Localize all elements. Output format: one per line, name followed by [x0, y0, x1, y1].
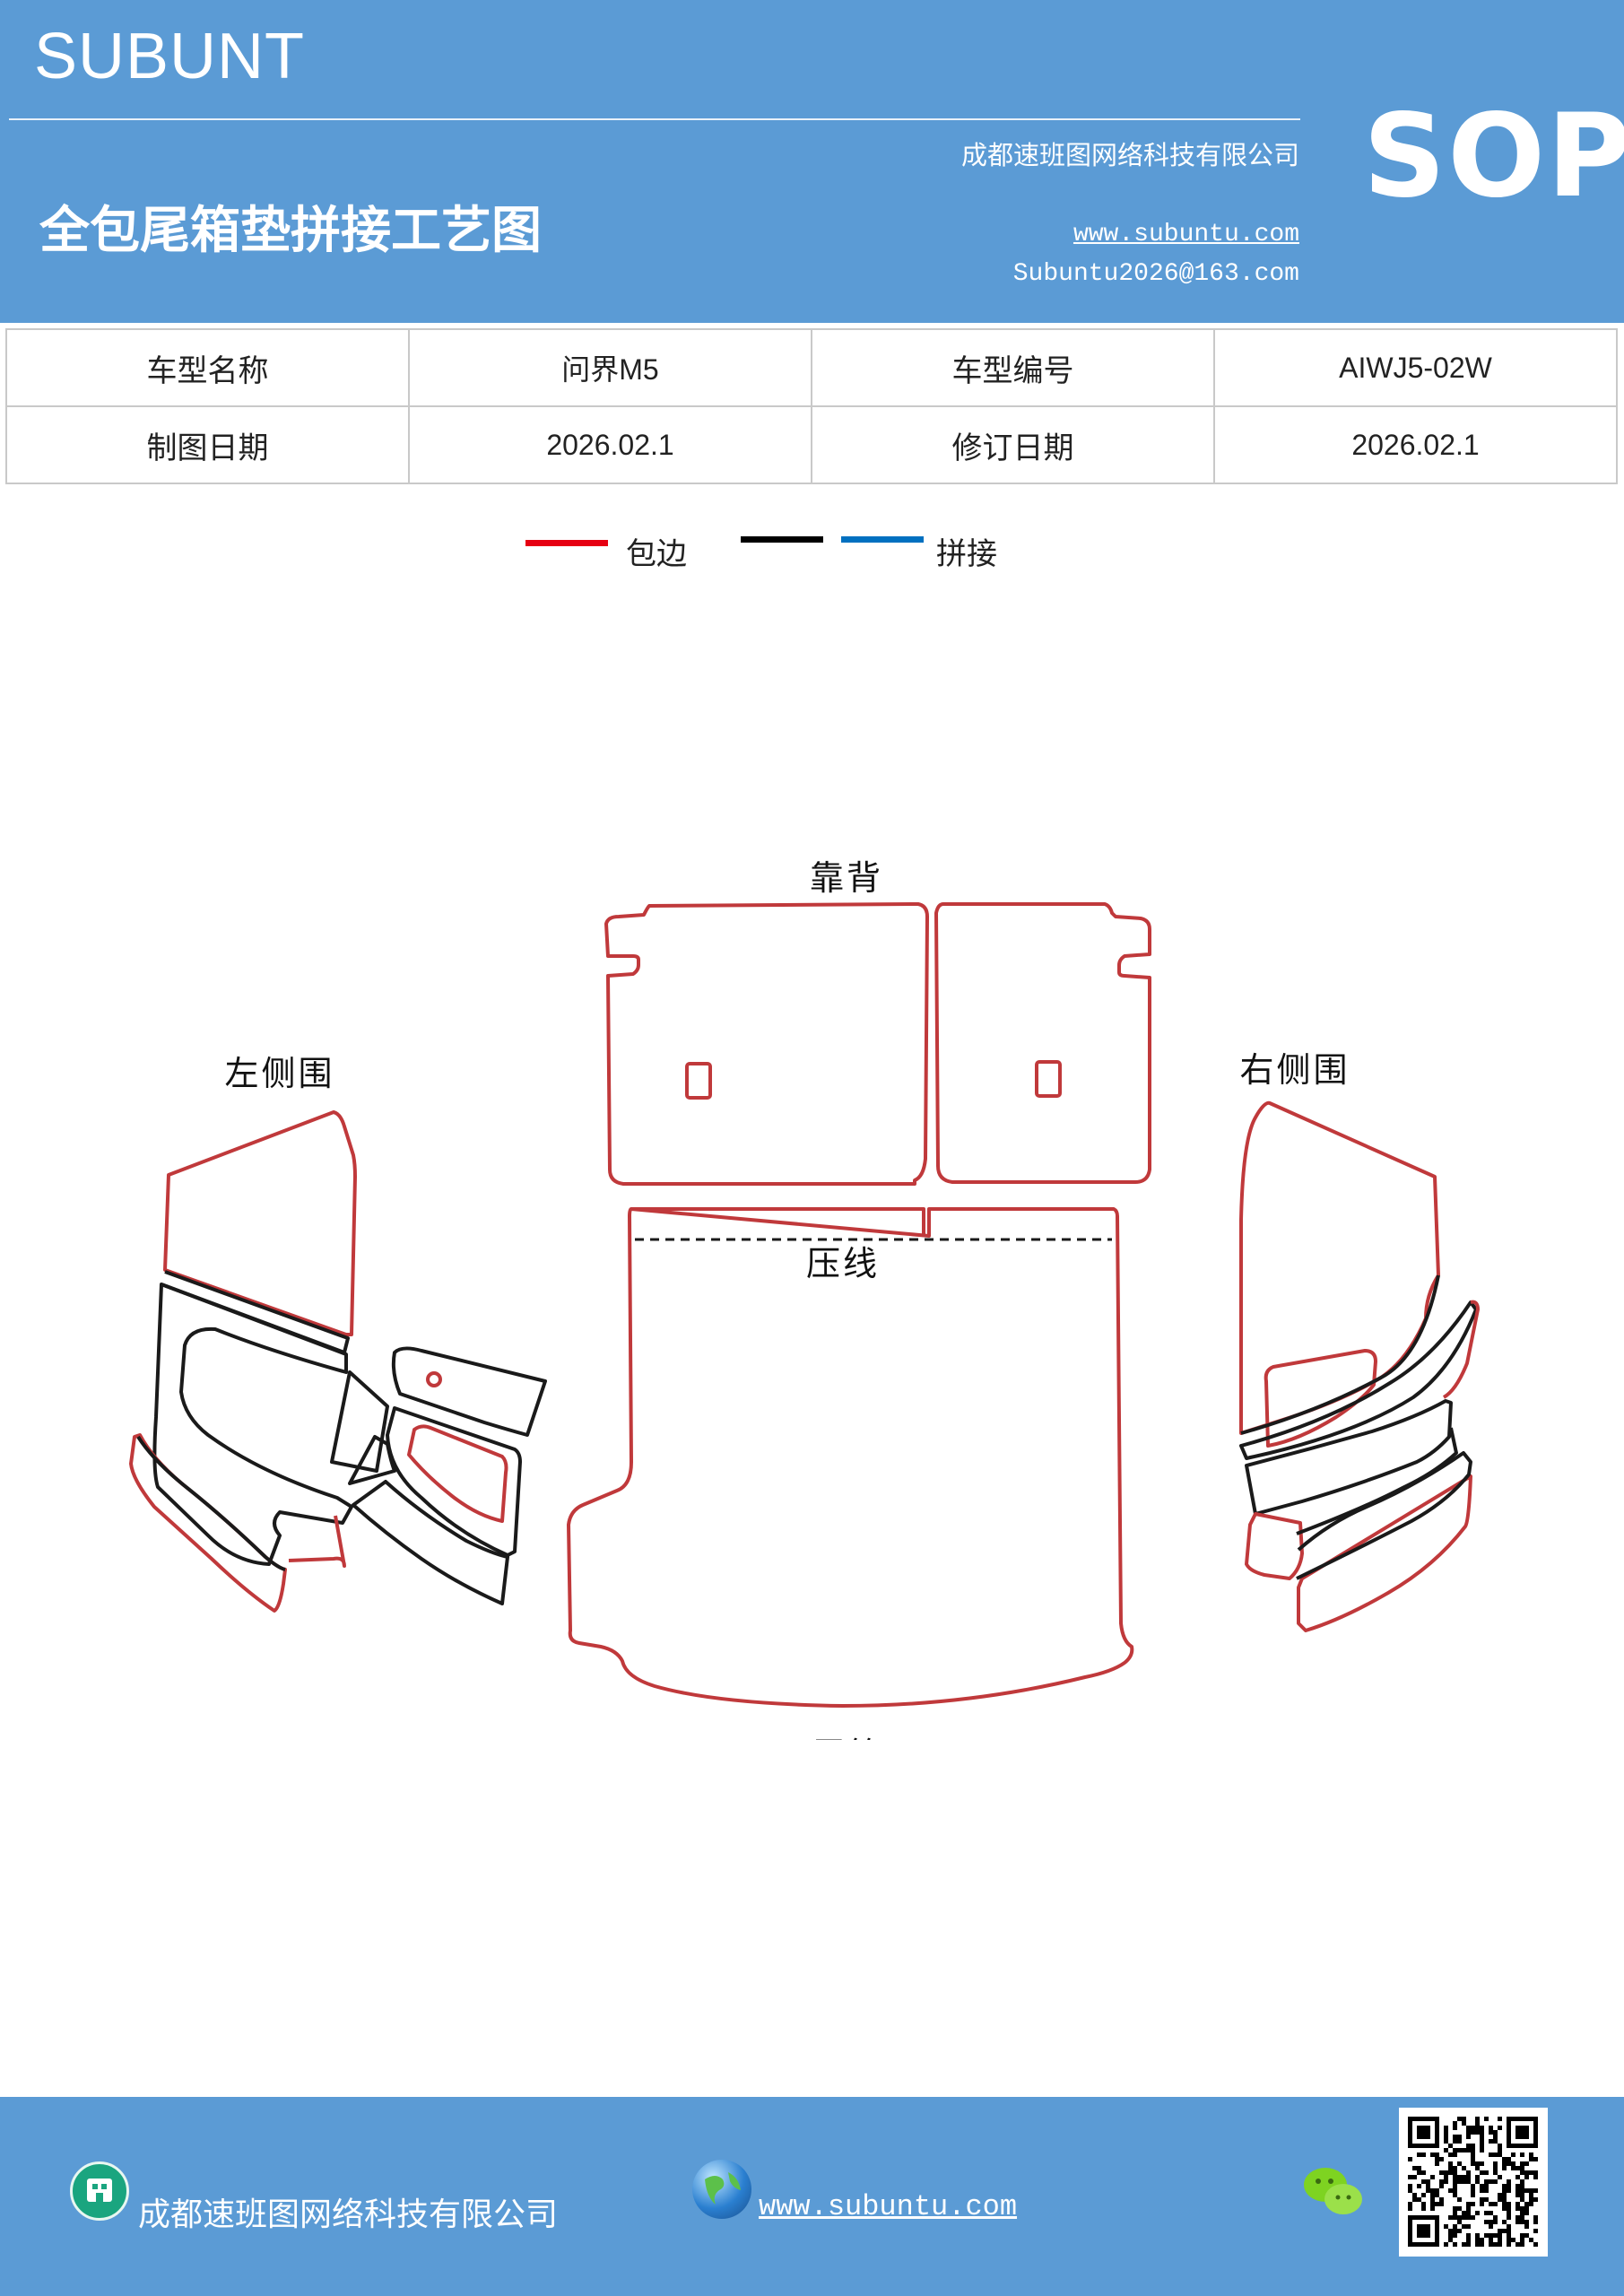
wechat-icon[interactable] [1302, 2163, 1365, 2221]
backrest-left-slot [685, 1062, 712, 1100]
right-lower-panel [1245, 1512, 1304, 1580]
legend-swatch-edge [525, 540, 608, 546]
table-row: 车型名称 问界M5 车型编号 AIWJ5-02W [5, 328, 1618, 407]
left-middle-panel [152, 1283, 353, 1566]
left-upper-panel [163, 1110, 357, 1336]
brand-name: SUBUNT [34, 21, 306, 92]
backrest-right-panel [934, 902, 1151, 1184]
building-icon [70, 2161, 129, 2221]
left-lower-edge [288, 1515, 346, 1568]
trunk-mat-diagram: 靠背 左侧围 右侧围 压线 尾箱 [129, 858, 1480, 1740]
legend-label-edge: 包边 [626, 536, 687, 572]
footer-company-name: 成都速班图网络科技有限公司 [138, 2196, 559, 2233]
footer-website-link[interactable]: www.subuntu.com [759, 2190, 1018, 2223]
left-frame-window [407, 1424, 508, 1523]
right-seam-2-edge [1442, 1300, 1480, 1399]
left-pocket-hole [426, 1371, 442, 1387]
globe-icon [692, 2160, 751, 2219]
left-lower-piece [348, 1435, 396, 1485]
right-seam-1 [1240, 1274, 1440, 1435]
right-bottom-strip [1297, 1474, 1472, 1632]
legend-swatch-seam [841, 536, 924, 543]
revise-date-label: 修订日期 [811, 405, 1215, 484]
backrest-right-slot [1035, 1060, 1062, 1098]
left-frame-piece [386, 1406, 522, 1557]
label-right-side: 右侧围 [1239, 1050, 1350, 1090]
legend-label-seam: 拼接 [936, 536, 997, 572]
model-code-value: AIWJ5-02W [1213, 328, 1618, 407]
left-upper-seam [161, 1270, 350, 1354]
model-name-label: 车型名称 [5, 328, 410, 407]
right-seam-4 [1296, 1427, 1458, 1535]
left-bottom-piece [352, 1480, 509, 1605]
label-press-line: 压线 [806, 1244, 880, 1283]
label-trunk: 尾箱 [812, 1735, 885, 1740]
header-divider [9, 118, 1300, 120]
document-title: 全包尾箱垫拼接工艺图 [39, 201, 542, 260]
footer-banner: 成都速班图网络科技有限公司 www.subuntu.com [0, 2097, 1624, 2296]
email-address: Subuntu2026@163.com [1012, 260, 1299, 288]
header-banner: SUBUNT 成都速班图网络科技有限公司 全包尾箱垫拼接工艺图 www.subu… [0, 0, 1624, 323]
label-left-side: 左侧围 [224, 1054, 334, 1093]
right-seam-3 [1245, 1399, 1453, 1516]
draw-date-value: 2026.02.1 [408, 405, 812, 484]
label-backrest: 靠背 [810, 858, 883, 898]
left-small-wedge [330, 1370, 389, 1473]
model-code-label: 车型编号 [811, 328, 1215, 407]
sop-badge: SOP [1363, 90, 1624, 223]
left-bottom-seam [136, 1435, 286, 1571]
revise-date-value: 2026.02.1 [1213, 405, 1618, 484]
right-upper-panel [1239, 1100, 1440, 1435]
legend: 包边 拼接 [0, 520, 1624, 583]
right-bottom-seam [1296, 1451, 1472, 1580]
trunk-floor-panel [567, 1207, 1134, 1708]
website-link[interactable]: www.subuntu.com [1073, 221, 1299, 248]
info-table: 车型名称 问界M5 车型编号 AIWJ5-02W 制图日期 2026.02.1 … [5, 328, 1618, 484]
table-row: 制图日期 2026.02.1 修订日期 2026.02.1 [5, 405, 1618, 484]
model-name-value: 问界M5 [408, 328, 812, 407]
backrest-left-panel [604, 902, 929, 1186]
right-pocket [1264, 1349, 1377, 1448]
draw-date-label: 制图日期 [5, 405, 410, 484]
qr-code-image [1399, 2108, 1548, 2257]
company-name: 成都速班图网络科技有限公司 [960, 140, 1299, 170]
left-pocket-panel [391, 1346, 547, 1437]
legend-swatch-black [741, 536, 823, 543]
